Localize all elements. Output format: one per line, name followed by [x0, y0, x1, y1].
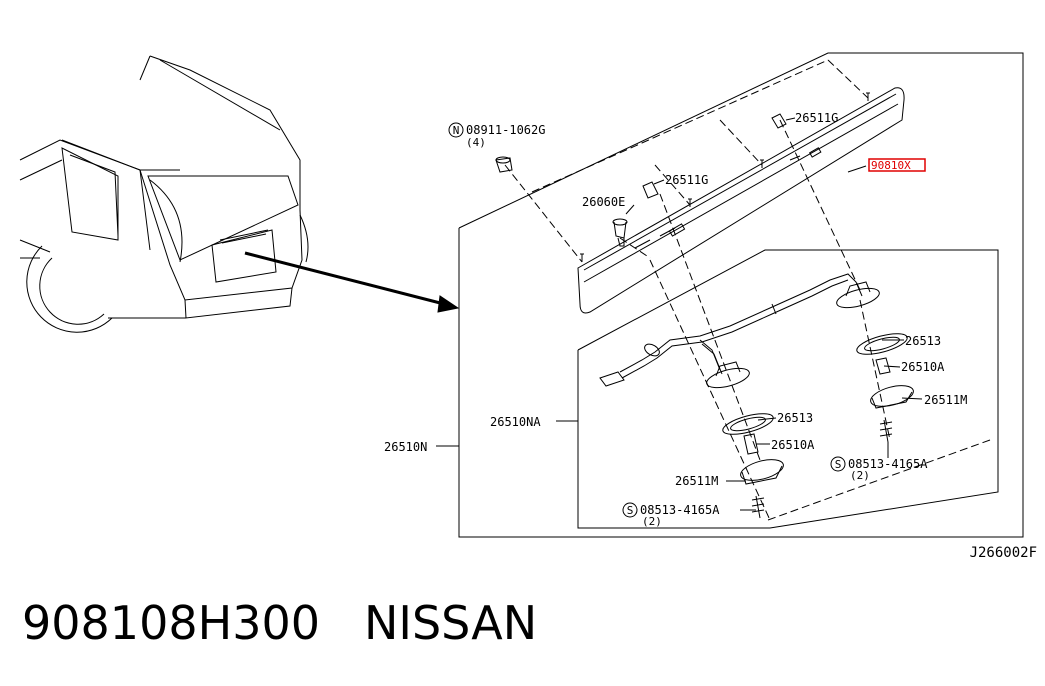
label-lens-right: 26510A	[901, 360, 945, 374]
finisher-bar	[577, 87, 905, 314]
label-screw-right: 08513-4165A	[848, 457, 928, 471]
label-clip-g-top: 26511G	[795, 111, 838, 125]
finisher-studs	[580, 92, 870, 262]
nut-symbol: N	[448, 122, 464, 138]
label-lens-left: 26510A	[771, 438, 815, 452]
label-screw-left: 08513-4165A	[640, 503, 720, 517]
screw-symbol-left: S	[622, 502, 638, 518]
detail-frame	[458, 52, 1024, 538]
diagram-ref-code: J266002F	[969, 545, 1037, 561]
grommet-icon	[612, 218, 628, 247]
right-lamp-parts	[836, 281, 914, 443]
label-gasket-right: 26513	[905, 334, 941, 348]
label-nut-qty: (4)	[466, 136, 486, 149]
svg-text:N: N	[453, 124, 460, 137]
leader-lines	[436, 117, 923, 511]
lamp-subframe	[577, 249, 999, 529]
label-screw-left-qty: (2)	[642, 515, 662, 528]
pointer-arrow	[244, 251, 449, 307]
label-lamp-assy-sub: 26510NA	[490, 415, 541, 429]
label-housing-right: 26511M	[924, 393, 967, 407]
label-finisher-highlight: 90810X	[871, 159, 911, 172]
label-grommet: 26060E	[582, 195, 625, 209]
vehicle-illustration	[19, 55, 309, 333]
parts-diagram: N S S 08911-1062G (4) 26511G 26511G 2606…	[19, 52, 1024, 538]
footer-title: 908108H300 NISSAN	[22, 596, 537, 666]
clip-icon-top	[771, 113, 787, 129]
svg-text:S: S	[835, 458, 842, 471]
label-screw-right-qty: (2)	[850, 469, 870, 482]
brand-name: NISSAN	[364, 596, 538, 650]
highlight-box	[868, 158, 926, 172]
label-clip-g-mid: 26511G	[665, 173, 708, 187]
mounting-lines	[504, 59, 991, 521]
label-housing-left: 26511M	[675, 474, 718, 488]
label-gasket-left: 26513	[777, 411, 813, 425]
label-nut-part: 08911-1062G	[466, 123, 545, 137]
label-lamp-assy: 26510N	[384, 440, 427, 454]
part-number: 908108H300	[22, 596, 320, 650]
nut-icon	[495, 157, 513, 173]
clip-icon-mid	[642, 181, 659, 199]
svg-text:S: S	[627, 504, 634, 517]
screw-symbol-right: S	[830, 456, 846, 472]
